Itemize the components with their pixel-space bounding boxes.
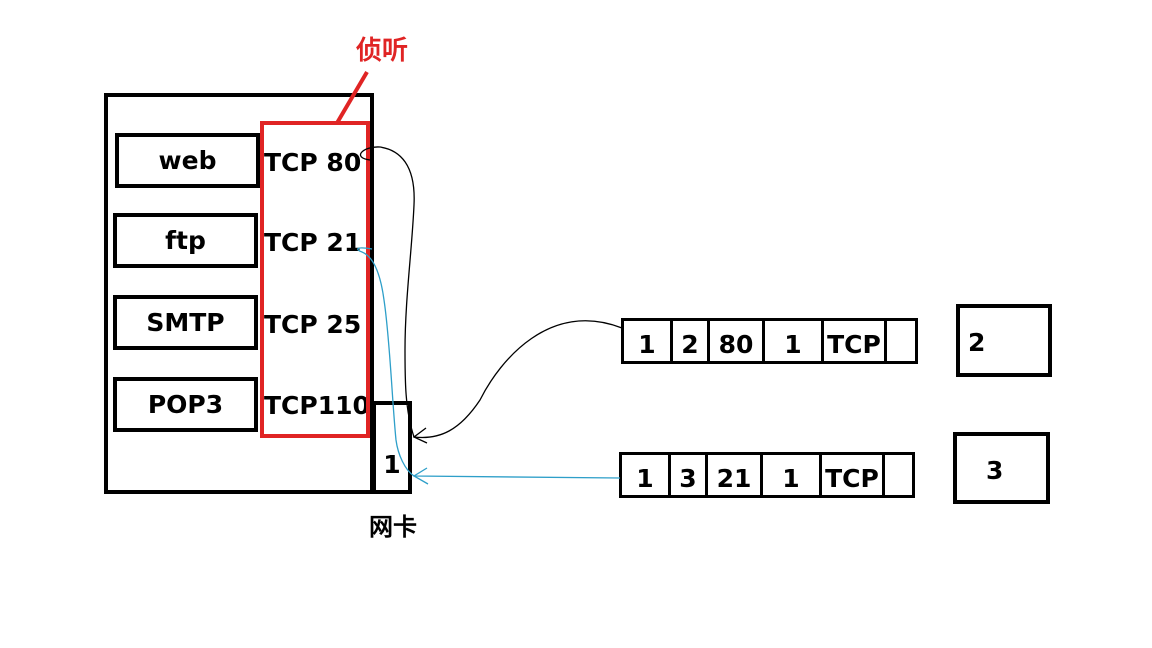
packet-1-field: 2 — [673, 321, 710, 361]
service-box-ftp: ftp — [113, 213, 258, 268]
black-arrow-head — [412, 427, 428, 444]
service-box-smtp: SMTP — [113, 295, 258, 350]
blue-arrow-path — [357, 247, 621, 479]
packet-2-field: 21 — [708, 455, 763, 495]
service-box-web: web — [115, 133, 260, 188]
network-card-label: 网卡 — [369, 513, 417, 541]
packet-1-field — [887, 321, 915, 361]
listen-highlight-box — [260, 121, 370, 438]
packet-1-field: 1 — [624, 321, 673, 361]
listen-label: 侦听 — [356, 36, 409, 66]
host-box-3: 3 — [953, 432, 1050, 504]
listen-pointer-line — [335, 70, 369, 125]
packet-2-field — [885, 455, 912, 495]
host-box-2: 2 — [956, 304, 1052, 377]
service-name-pop3: POP3 — [147, 390, 224, 419]
packet-1-field: 80 — [710, 321, 765, 361]
port-label-pop3: TCP110 — [264, 391, 370, 420]
network-card-number: 1 — [383, 450, 401, 479]
packet-2-field: 1 — [622, 455, 671, 495]
service-name-ftp: ftp — [165, 226, 206, 255]
packet-2-field: TCP — [822, 455, 885, 495]
port-label-smtp: TCP 25 — [264, 310, 362, 339]
service-name-web: web — [158, 146, 217, 175]
host-number-2: 2 — [968, 328, 986, 357]
packet-1-field: TCP — [824, 321, 887, 361]
packet-2-field: 1 — [763, 455, 822, 495]
service-name-smtp: SMTP — [146, 308, 225, 337]
port-label-web: TCP 80 — [264, 148, 362, 177]
service-box-pop3: POP3 — [113, 377, 258, 432]
packet-2-field: 3 — [671, 455, 708, 495]
network-card-box: 1 — [372, 401, 412, 494]
packet-1: 1 2 80 1 TCP — [621, 318, 918, 364]
blue-arrow-head — [412, 467, 429, 485]
black-arrow-path — [359, 146, 623, 439]
port-label-ftp: TCP 21 — [264, 228, 362, 257]
host-number-3: 3 — [986, 456, 1004, 485]
packet-1-field: 1 — [765, 321, 824, 361]
packet-2: 1 3 21 1 TCP — [619, 452, 915, 498]
